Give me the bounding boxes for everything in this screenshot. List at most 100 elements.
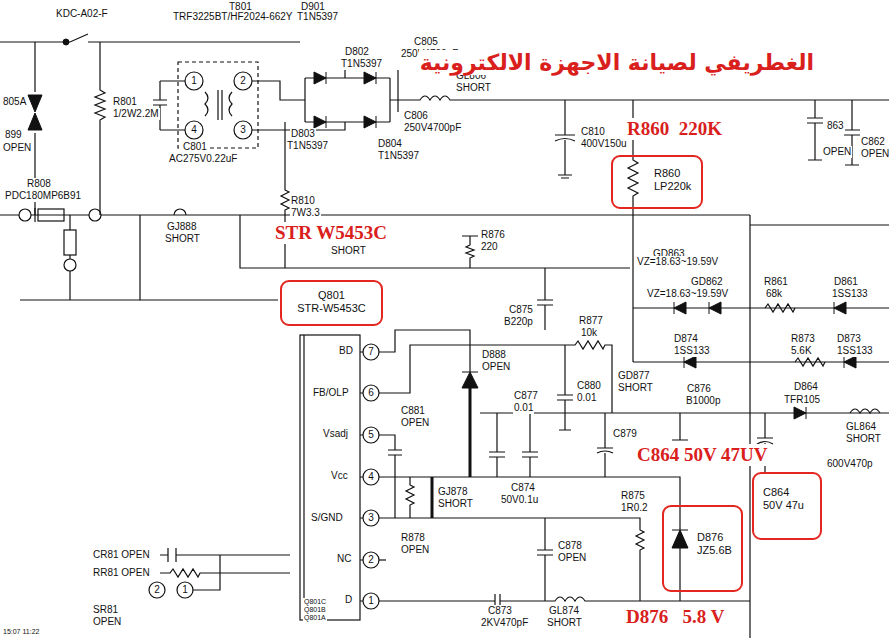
small-label: 15:07 11:22 — [2, 628, 40, 636]
callout-text: STR-W5453C — [296, 302, 366, 315]
component-label: D874 — [673, 333, 699, 345]
component-label: GJ888 — [166, 221, 197, 233]
pin-number: 4 — [367, 471, 375, 483]
pin-number: 5 — [367, 429, 375, 441]
component-label: R801 — [112, 96, 138, 108]
component-label: GJ878 — [437, 486, 468, 498]
callout-text: D876 — [696, 531, 724, 544]
component-label: SHORT — [330, 245, 367, 257]
callout-text: Q801 — [317, 289, 346, 302]
component-label: D — [344, 594, 353, 606]
component-label: R876 — [480, 229, 506, 241]
component-label: Vcc — [330, 470, 349, 482]
component-label: S/GND — [310, 512, 344, 524]
small-label: Q801A — [303, 614, 327, 622]
component-label: CR81 OPEN — [92, 549, 151, 561]
component-label: VZ=18.63~19.59V — [636, 256, 719, 268]
component-label: 7W3.3 — [290, 207, 321, 219]
pin-number: 4 — [190, 124, 198, 136]
component-label: R810 — [290, 195, 316, 207]
annotation-note: STR W5453C — [274, 222, 388, 244]
annotation-note: R860 220K — [626, 118, 723, 140]
component-label: SR81 — [92, 604, 119, 616]
component-label: GL864 — [845, 421, 877, 433]
component-label: D803 — [290, 128, 316, 140]
watermark: الغطريفي لصيانة الاجهزة الالكترونية — [419, 50, 815, 75]
component-label: 1R0.2 — [620, 502, 649, 514]
pin-number: 1 — [190, 75, 198, 87]
component-label: R875 — [620, 490, 646, 502]
component-label: 5.6K — [790, 345, 813, 357]
pin-number: 1 — [367, 595, 375, 607]
component-label: 400V150u — [580, 138, 628, 150]
component-label: B1000p — [685, 395, 721, 407]
pin-number: 3 — [239, 124, 247, 136]
component-label: 600V470p — [826, 458, 874, 470]
callout-text: LP220k — [653, 180, 692, 193]
component-label: 10k — [580, 327, 598, 339]
component-label: C875 — [508, 304, 534, 316]
pin-number: 6 — [367, 387, 375, 399]
component-label: C805 — [413, 36, 439, 48]
component-label: C862 — [860, 136, 886, 148]
component-label: T1N5397 — [340, 58, 383, 70]
component-label: GD877 — [617, 370, 651, 382]
component-label: R861 — [763, 276, 789, 288]
component-label: C810 — [580, 126, 606, 138]
component-label: C881 — [400, 405, 426, 417]
component-label: OPEN — [860, 148, 889, 160]
component-label: 1/2W2.2M — [112, 108, 160, 120]
callout-box: C86450V 47u — [752, 472, 822, 540]
component-label: C801 — [182, 141, 208, 153]
component-label: GD862 — [690, 276, 724, 288]
component-label: C877 — [513, 390, 539, 402]
small-label: Q801B — [303, 606, 327, 614]
component-label: 805A — [2, 96, 27, 108]
component-label: SHORT — [617, 382, 654, 394]
component-label: OPEN — [481, 361, 511, 373]
component-label: OPEN — [92, 616, 122, 628]
component-label: D804 — [377, 138, 403, 150]
callout-box: D876JZ5.6B — [662, 505, 743, 592]
component-label: RR81 OPEN — [92, 567, 151, 579]
component-label: SHORT — [845, 433, 882, 445]
component-label: R877 — [578, 315, 604, 327]
pin-number: 3 — [367, 512, 375, 524]
component-label: BD — [338, 345, 354, 357]
callout-text: JZ5.6B — [696, 544, 733, 557]
callout-text: C864 — [762, 486, 790, 499]
component-label: T1N5397 — [377, 150, 420, 162]
component-label: C806 — [403, 110, 429, 122]
pin-number: 2 — [239, 75, 247, 87]
component-label: OPEN — [822, 146, 852, 158]
component-label: 0.01 — [513, 402, 534, 414]
callout-text: R860 — [653, 167, 681, 180]
component-label: D873 — [836, 333, 862, 345]
component-label: 2KV470pF — [480, 617, 529, 629]
component-label: NC — [336, 553, 352, 565]
component-label: SHORT — [546, 617, 583, 629]
component-label: TRF3225BT/HF2024-662Y — [172, 11, 294, 23]
component-label: R873 — [790, 333, 816, 345]
component-label: 250V4700pF — [403, 122, 462, 134]
component-label: 899 — [4, 129, 23, 141]
component-label: C878 — [557, 540, 583, 552]
component-label: OPEN — [557, 552, 587, 564]
component-label: Vsadj — [322, 428, 349, 440]
component-label: SHORT — [164, 233, 201, 245]
component-label: 1SS133 — [836, 345, 874, 357]
pin-number: 2 — [367, 554, 375, 566]
annotation-note: C864 50V 47UV — [636, 444, 769, 466]
component-label: C873 — [487, 605, 513, 617]
component-label: OPEN — [400, 544, 430, 556]
component-label: VZ=18.63~19.59V — [646, 288, 729, 300]
component-label: D861 — [833, 276, 859, 288]
component-label: D864 — [793, 381, 819, 393]
component-label: FB/OLP — [312, 387, 350, 399]
component-label: 0.01 — [576, 392, 597, 404]
component-label: AC275V0.22uF — [168, 153, 238, 165]
component-label: PDC180MP6B91 — [4, 190, 82, 202]
component-label: 220 — [480, 241, 499, 253]
pin-number: 2 — [153, 584, 161, 596]
